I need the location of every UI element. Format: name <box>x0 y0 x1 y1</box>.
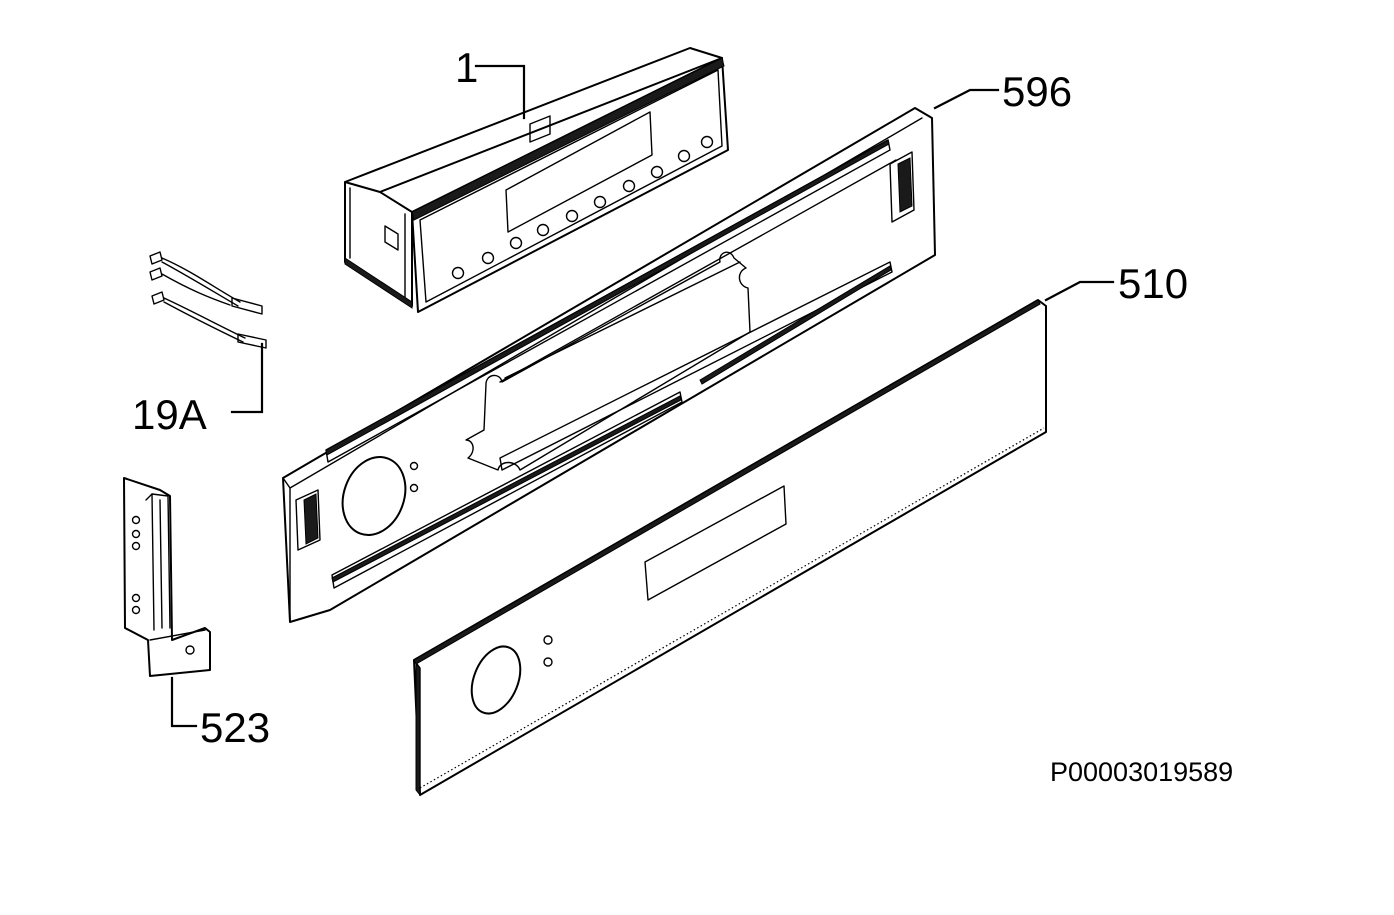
control-module-part[interactable] <box>344 47 729 313</box>
front-panel-part[interactable] <box>413 299 1047 797</box>
label-part-1: 1 <box>455 44 478 91</box>
label-part-596: 596 <box>1002 68 1072 115</box>
label-part-510: 510 <box>1118 260 1188 307</box>
leader-lines <box>170 64 1115 728</box>
control-panel-frame-part[interactable] <box>282 107 936 623</box>
cable-connector-part[interactable] <box>149 251 267 349</box>
label-part-19a: 19A <box>132 391 207 438</box>
side-bracket-part[interactable] <box>123 477 211 677</box>
drawing-code: P00003019589 <box>1050 757 1233 787</box>
label-part-523: 523 <box>200 704 270 751</box>
